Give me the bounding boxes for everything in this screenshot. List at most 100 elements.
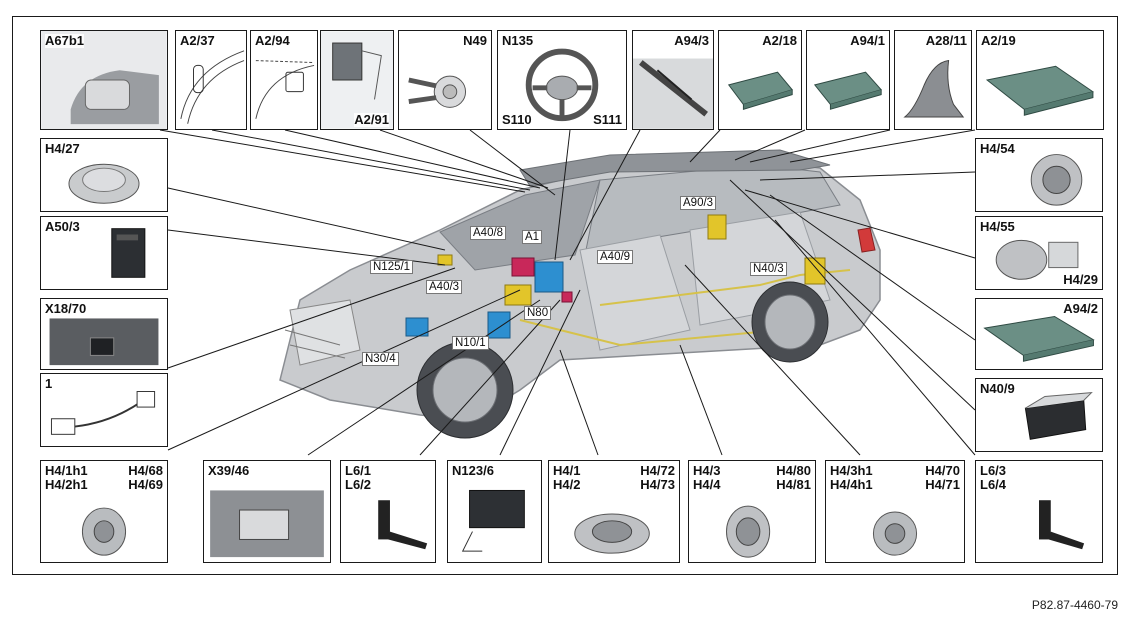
callout-x39-46: X39/46 [203, 460, 331, 563]
speaker-icon [995, 239, 1079, 280]
label-h4-3: H4/3 [693, 463, 721, 478]
callout-1: 1 [40, 373, 168, 447]
label-a2-94: A2/94 [255, 33, 290, 48]
control-unit-icon [111, 228, 146, 278]
tag-n30-4: N30/4 [362, 352, 399, 366]
label-n49: N49 [463, 33, 487, 48]
label-x39-46: X39/46 [208, 463, 250, 478]
callout-n40-9: N40/9 [975, 378, 1103, 452]
label-h4-4: H4/4 [693, 477, 721, 492]
roof-antenna-module-icon [633, 58, 713, 129]
tag-a40-9: A40/9 [597, 250, 634, 264]
amplifier-unit-icon [1024, 392, 1093, 440]
callout-h4-27: H4/27 [40, 138, 168, 212]
control-unit-icon [461, 489, 525, 552]
tag-a90-3: A90/3 [680, 196, 717, 210]
leader-lines [159, 129, 976, 456]
module-bracket-icon [321, 31, 393, 129]
label-h4-2: H4/2 [553, 477, 581, 492]
label-n40-9: N40/9 [980, 381, 1015, 396]
label-a28-11: A28/11 [925, 33, 967, 48]
tag-a1: A1 [522, 230, 543, 244]
connector-socket-icon [49, 318, 159, 366]
label-h4-81: H4/81 [776, 477, 811, 492]
label-h4-72-h4-73: H4/72 H4/73 [640, 464, 675, 492]
label-1: 1 [45, 376, 53, 391]
label-a94-3: A94/3 [674, 33, 709, 48]
steering-wheel-icon [525, 48, 599, 122]
label-h4-27: H4/27 [45, 141, 80, 156]
cable-adapter-icon [50, 391, 156, 435]
label-l6-2: L6/2 [345, 477, 372, 492]
label-n123-6: N123/6 [452, 463, 494, 478]
speed-sensor-icon [1039, 500, 1085, 550]
callout-a94-1: A94/1 [806, 30, 890, 130]
label-h4-4h1: H4/4h1 [830, 477, 873, 492]
label-h4-2h1: H4/2h1 [45, 477, 88, 492]
speaker-icon [68, 163, 140, 204]
callout-a2-37: A2/37 [175, 30, 247, 130]
speaker-icon [574, 513, 650, 554]
label-n135: N135 [502, 33, 534, 48]
label-h4-69: H4/69 [128, 477, 163, 492]
label-a67b1: A67b1 [45, 33, 85, 48]
label-l6-3-l6-4: L6/3 L6/4 [980, 464, 1007, 492]
callout-a94-3: A94/3 [632, 30, 714, 130]
label-h4-3-h4-4: H4/3 H4/4 [693, 463, 721, 492]
label-x18-70: X18/70 [45, 301, 87, 316]
tweeter-icon [872, 511, 918, 556]
label-h4-1h1-h4-2h1: H4/1h1 H4/2h1 [45, 464, 88, 492]
label-h4-70: H4/70 [925, 463, 960, 478]
callout-h4-55: H4/55 H4/29 [975, 216, 1103, 290]
connector-socket-icon [210, 490, 324, 558]
label-h4-73: H4/73 [640, 477, 675, 492]
label-h4-1h1: H4/1h1 [45, 463, 88, 478]
label-l6-1-l6-2: L6/1 L6/2 [345, 463, 372, 492]
tag-n125-1: N125/1 [370, 260, 414, 274]
label-h4-68: H4/68 [128, 463, 163, 478]
callout-h4-1: H4/1 H4/2 H4/72 H4/73 [548, 460, 680, 563]
antenna-module-icon [983, 315, 1095, 362]
figure-code: P82.87-4460-79 [1031, 598, 1118, 612]
label-h4-3h1-h4-4h1: H4/3h1 H4/4h1 [830, 464, 873, 492]
tweeter-icon [81, 507, 127, 556]
label-h4-70-h4-71: H4/70 H4/71 [925, 464, 960, 492]
callout-l6-1: L6/1 L6/2 [340, 460, 436, 563]
callout-x18-70: X18/70 [40, 298, 168, 370]
speaker-icon [1030, 154, 1083, 206]
callout-h4-54: H4/54 [975, 138, 1103, 212]
callout-a50-3: A50/3 [40, 216, 168, 290]
label-a2-18: A2/18 [762, 33, 797, 48]
label-l6-4: L6/4 [980, 477, 1007, 492]
label-l6-1: L6/1 [345, 463, 372, 478]
callout-a28-11: A28/11 [894, 30, 972, 130]
callout-steering-wheel: N135 S110 S111 [497, 30, 627, 130]
label-h4-71: H4/71 [925, 477, 960, 492]
callout-l6-3: L6/3 L6/4 [975, 460, 1103, 563]
speed-sensor-icon [378, 500, 428, 550]
callout-h4-3h1: H4/3h1 H4/4h1 H4/70 H4/71 [825, 460, 965, 563]
car-body [279, 149, 881, 439]
label-a94-1: A94/1 [850, 33, 885, 48]
antenna-amplifier-module-icon [727, 71, 794, 110]
callout-a2-94: A2/94 [250, 30, 318, 130]
label-h4-55: H4/55 [980, 219, 1015, 234]
antenna-amplifier-module-icon [985, 65, 1095, 116]
callout-a67b1: A67b1 [40, 30, 168, 130]
speaker-icon [726, 505, 771, 558]
callout-a2-91: A2/91 [320, 30, 394, 130]
label-a50-3: A50/3 [45, 219, 80, 234]
label-h4-68-h4-69: H4/68 H4/69 [128, 464, 163, 492]
tag-n10-1: N10/1 [452, 336, 489, 350]
rain-light-sensor-icon [41, 31, 167, 129]
antenna-window-icon [180, 50, 245, 124]
label-s110: S110 [502, 112, 532, 127]
callout-a2-19: A2/19 [976, 30, 1104, 130]
callout-h4-3: H4/3 H4/4 H4/80 H4/81 [688, 460, 816, 563]
shark-fin-antenna-icon [903, 59, 965, 118]
callout-n123-6: N123/6 [447, 460, 542, 563]
label-h4-80: H4/80 [776, 463, 811, 478]
label-h4-54: H4/54 [980, 141, 1015, 156]
label-a2-19: A2/19 [981, 33, 1016, 48]
label-s111: S111 [593, 112, 622, 127]
